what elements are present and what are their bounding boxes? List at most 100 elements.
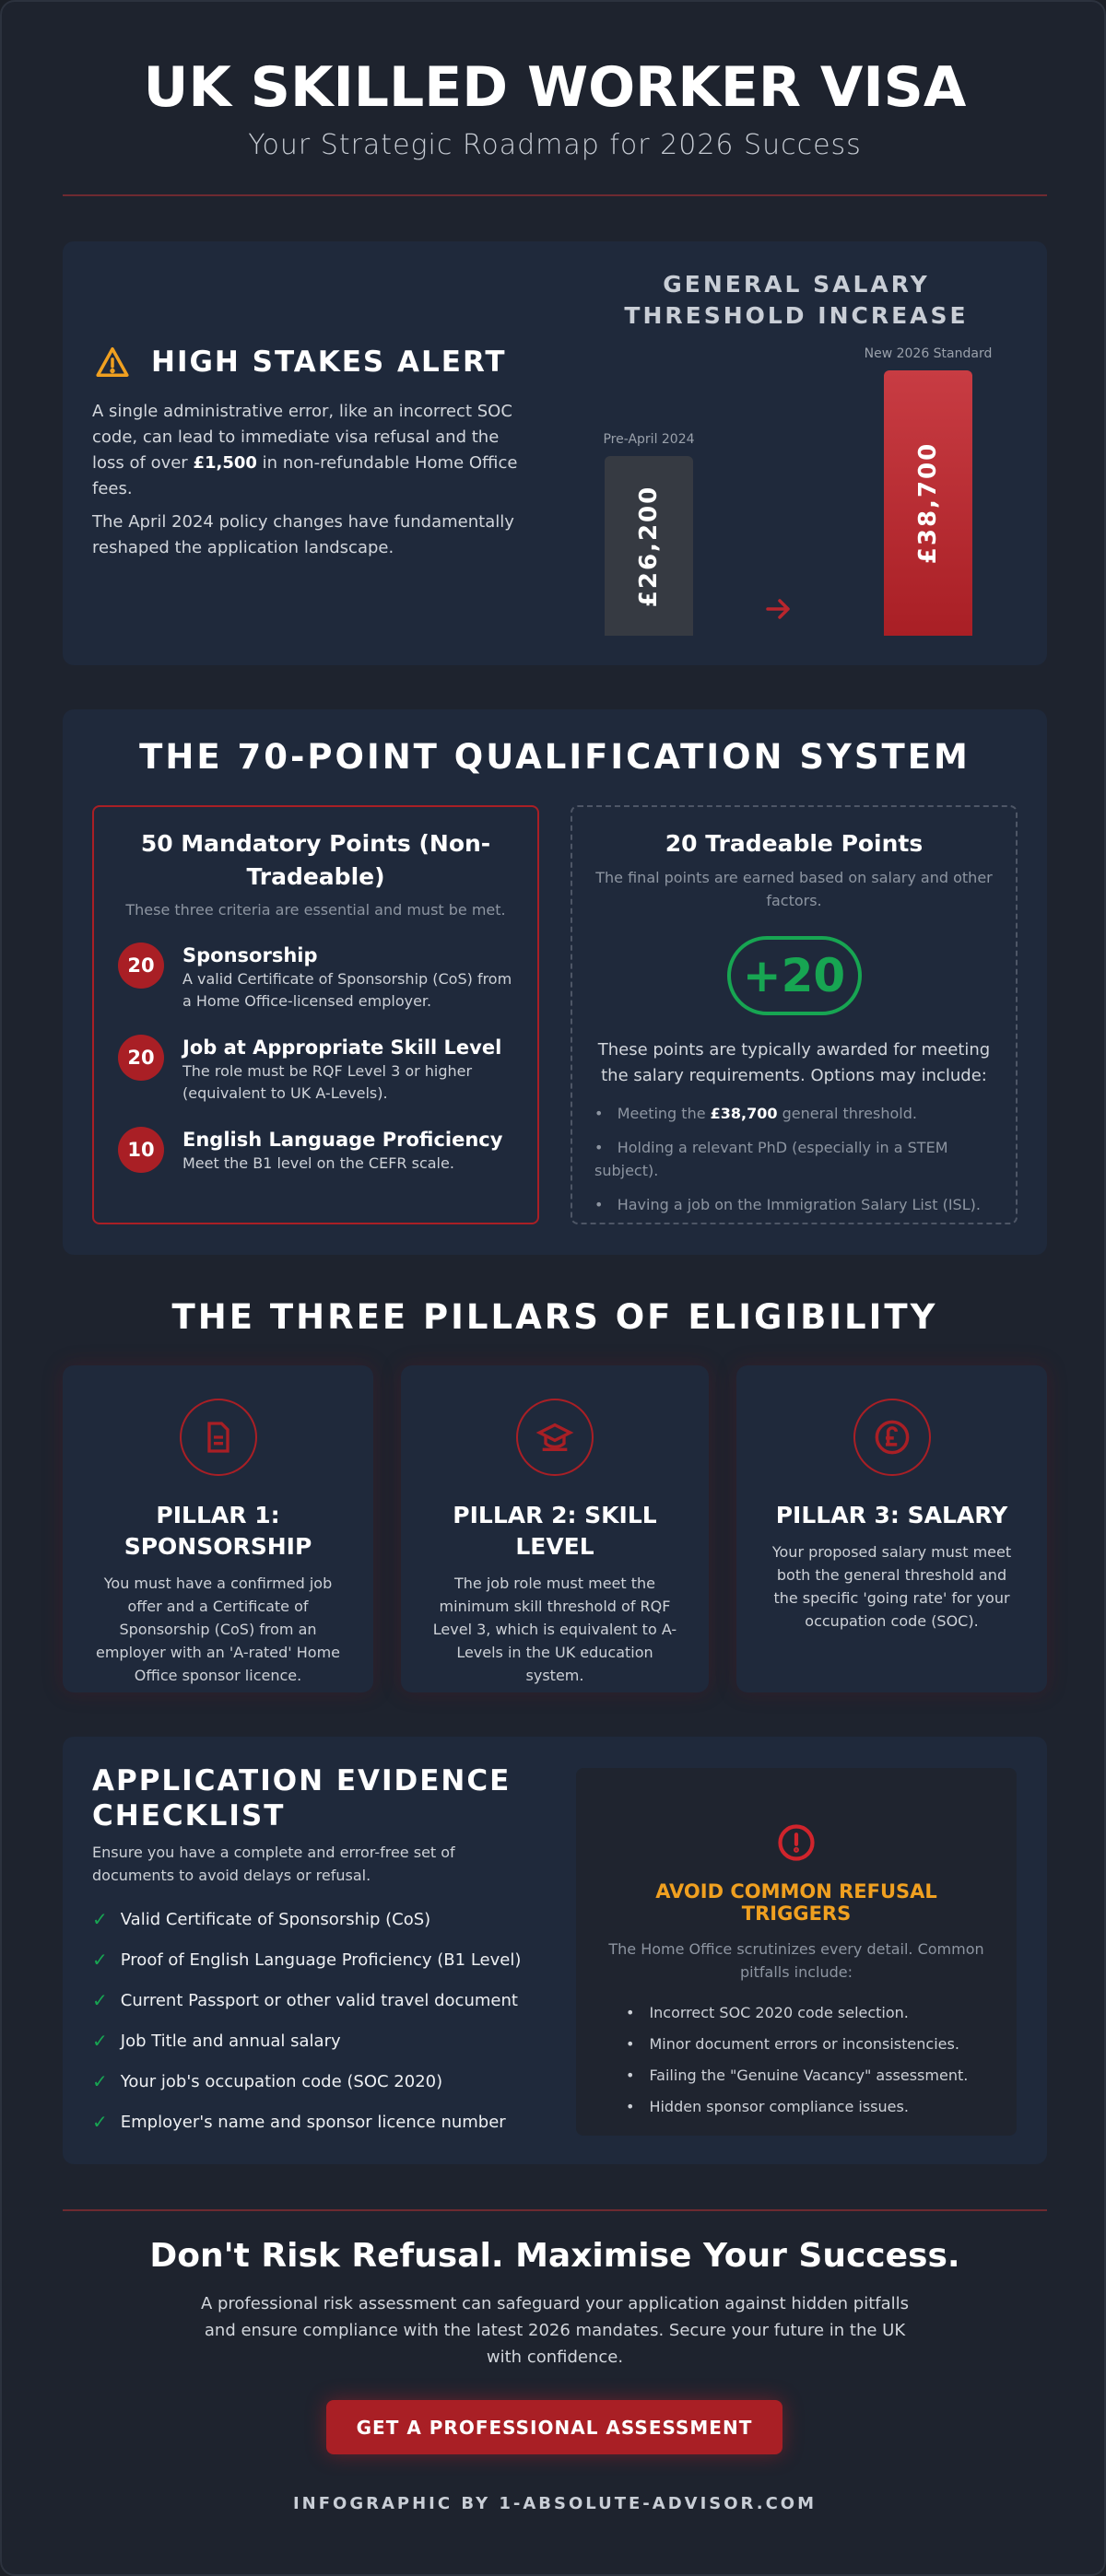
checklist-item-label: Employer's name and sponsor licence numb… — [120, 2112, 506, 2132]
bullet-icon: • — [626, 2035, 635, 2053]
chart-title: GENERAL SALARY THRESHOLD INCREASE — [624, 271, 969, 329]
points-badge: 20 — [118, 943, 164, 989]
pillar-desc: The job role must meet the minimum skill… — [432, 1575, 677, 1684]
criterion-name: Job at Appropriate Skill Level — [182, 1036, 502, 1059]
trigger-label: Incorrect SOC 2020 code selection. — [649, 2004, 909, 2021]
page-subtitle: Your Strategic Roadmap for 2026 Success — [248, 129, 862, 161]
bar-category-label: Pre-April 2024 — [603, 432, 695, 448]
trigger-label: Failing the "Genuine Vacancy" assessment… — [649, 2067, 969, 2084]
tradeable-bullet: • Holding a relevant PhD (especially in … — [594, 1139, 948, 1179]
bullet-text: Meeting the — [617, 1105, 711, 1122]
bullet-icon: • — [626, 2067, 635, 2084]
points-card — [63, 709, 1047, 1255]
trigger-item: • Hidden sponsor compliance issues. — [626, 2098, 989, 2115]
trigger-label: Minor document errors or inconsistencies… — [649, 2035, 959, 2053]
pillars-title: THE THREE PILLARS OF ELIGIBILITY — [171, 1297, 938, 1337]
bullet-text: Holding a relevant PhD (especially in a … — [594, 1139, 948, 1179]
alert-text: A single administrative error, like an i… — [92, 399, 525, 561]
pillar-desc: You must have a confirmed job offer and … — [95, 1575, 340, 1684]
bar-category-label: New 2026 Standard — [864, 346, 993, 361]
mandatory-list: 20 Sponsorship A valid Certificate of Spon… — [118, 943, 513, 1175]
trigger-label: Hidden sponsor compliance issues. — [649, 2098, 909, 2115]
points-badge: 10 — [118, 1127, 164, 1173]
salary-bar: £38,700 — [884, 370, 972, 636]
criterion-name: English Language Proficiency — [182, 1129, 503, 1151]
mandatory-subtitle: These three criteria are essential and m… — [125, 901, 506, 919]
checklist-item-label: Job Title and annual salary — [120, 2031, 341, 2051]
points-badge: 20 — [118, 1035, 164, 1081]
alert-title: HIGH STAKES ALERT — [151, 345, 507, 379]
tradeable-subtitle: The final points are earned based on sal… — [595, 869, 993, 909]
bar-value-label: £26,200 — [635, 485, 664, 607]
document-icon — [179, 1399, 257, 1476]
criterion-desc: A valid Certificate of Sponsorship (CoS)… — [182, 970, 512, 1010]
checklist-item: ✓ Employer's name and sponsor licence num… — [92, 2102, 553, 2142]
trigger-item: • Failing the "Genuine Vacancy" assessmen… — [626, 2067, 989, 2084]
tradeable-bullet: • Meeting the £38,700 general threshold. — [594, 1105, 917, 1122]
checklist-item-label: Your job's occupation code (SOC 2020) — [120, 2071, 443, 2091]
criterion-name: Sponsorship — [182, 944, 318, 966]
checklist-item: ✓ Your job's occupation code (SOC 2020) — [92, 2061, 553, 2102]
arrow-right-icon — [766, 599, 790, 619]
bullet-text: general threshold. — [777, 1105, 917, 1122]
bullet-text: Having a job on the Immigration Salary L… — [617, 1196, 981, 1213]
alert-text-part: in non-refundable Home Office fees. — [92, 453, 518, 498]
footer-credit: INFOGRAPHIC BY 1-ABSOLUTE-ADVISOR.COM — [292, 2494, 817, 2513]
mandatory-points-box: 50 Mandatory Points (Non-Tradeable) Thes… — [92, 805, 539, 1224]
triggers-intro: The Home Office scrutinizes every detail… — [608, 1940, 984, 1981]
pillar-title: PILLAR 3: SALARY — [775, 1502, 1008, 1528]
mandatory-item: 20 Sponsorship A valid Certificate of Spon… — [118, 943, 513, 1013]
bullet-icon: • — [626, 2098, 635, 2115]
checklist-item-label: Valid Certificate of Sponsorship (CoS) — [120, 1909, 431, 1929]
checklist-item: ✓ Current Passport or other valid travel … — [92, 1980, 553, 2020]
checklist-item: ✓ Job Title and annual salary — [92, 2020, 553, 2061]
cta-text: A professional risk assessment can safeg… — [200, 2294, 910, 2367]
exclamation-circle-icon — [778, 1824, 815, 1861]
checklist-item-label: Proof of English Language Proficiency (B… — [120, 1950, 522, 1970]
checklist-item-label: Current Passport or other valid travel d… — [120, 1990, 518, 2010]
tradeable-intro: These points are typically awarded for m… — [597, 1040, 991, 1085]
cta-title: Don't Risk Refusal. Maximise Your Succes… — [149, 2237, 960, 2275]
tradeable-bullet: • Having a job on the Immigration Salary… — [594, 1196, 981, 1213]
pillar-card: PILLAR 3: SALARY Your proposed salary mus… — [736, 1365, 1047, 1692]
triggers-list: • Incorrect SOC 2020 code selection. • Mino… — [626, 2004, 989, 2115]
checklist-item: ✓Proof of English Language Proficiency (… — [92, 1939, 553, 1980]
pillar-card: PILLAR 1: SPONSORSHIP You must have a con… — [63, 1365, 373, 1692]
warning-triangle-icon — [96, 347, 129, 377]
tradeable-points-box: 20 Tradeable Points The final points are… — [571, 805, 1018, 1224]
pillar-desc: Your proposed salary must meet both the … — [771, 1543, 1012, 1630]
trigger-item: • Incorrect SOC 2020 code selection. — [626, 2004, 989, 2021]
bar-value-label: £38,700 — [914, 441, 943, 565]
fee-amount: £1,500 — [193, 453, 257, 473]
mandatory-title: 50 Mandatory Points (Non-Tradeable) — [140, 830, 491, 890]
check-icon: ✓ — [92, 2030, 108, 2052]
alert-heading: HIGH STAKES ALERT — [94, 345, 507, 380]
check-icon: ✓ — [92, 2070, 108, 2092]
pillar-card: PILLAR 2: SKILL LEVEL The job role must m… — [401, 1365, 709, 1692]
pound-coin-icon — [853, 1399, 931, 1476]
checklist-title: APPLICATION EVIDENCE CHECKLIST — [92, 1764, 512, 1832]
get-assessment-button[interactable]: GET A PROFESSIONAL ASSESSMENT — [326, 2400, 782, 2454]
triggers-title: AVOID COMMON REFUSAL TRIGGERS — [655, 1880, 937, 1925]
points-title: THE 70-POINT QUALIFICATION SYSTEM — [139, 737, 971, 777]
check-icon: ✓ — [92, 1908, 108, 1930]
divider — [63, 194, 1047, 196]
checklist-items: ✓Valid Certificate of Sponsorship (CoS)✓… — [92, 1899, 553, 2142]
graduation-cap-icon — [516, 1399, 594, 1476]
bullet-icon: • — [626, 2004, 635, 2021]
tradeable-title: 20 Tradeable Points — [665, 830, 924, 857]
refusal-triggers-box: AVOID COMMON REFUSAL TRIGGERS The Home O… — [576, 1768, 1017, 2136]
alert-text-part: A single administrative error, like an i… — [92, 402, 512, 473]
check-icon: ✓ — [92, 1989, 108, 2011]
salary-bar: £26,200 — [605, 456, 693, 636]
pillar-title: PILLAR 2: SKILL LEVEL — [453, 1502, 657, 1560]
pillar-title: PILLAR 1: SPONSORSHIP — [124, 1502, 312, 1560]
checklist-item: ✓ Valid Certificate of Sponsorship (CoS) — [92, 1899, 553, 1939]
check-icon: ✓ — [92, 2111, 108, 2133]
checklist-subtitle: Ensure you have a complete and error-fre… — [92, 1844, 455, 1884]
page-title: UK SKILLED WORKER VISA — [143, 55, 967, 120]
threshold-amount: £38,700 — [710, 1105, 778, 1122]
